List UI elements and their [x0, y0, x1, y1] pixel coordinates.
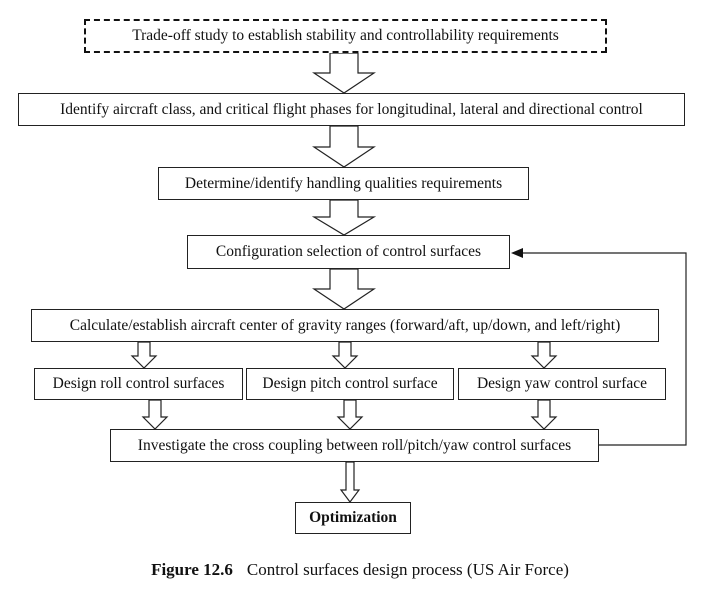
flow-arrow-cg-to-yaw	[530, 341, 558, 369]
flow-arrow-cg-to-roll	[130, 341, 158, 369]
design-roll-label: Design roll control surfaces	[52, 375, 225, 393]
design-pitch-label: Design pitch control surface	[262, 375, 438, 393]
optimization-box: Optimization	[295, 502, 411, 534]
flow-arrow-roll-to-coupling	[141, 399, 169, 430]
flow-arrow-identify-to-handling	[312, 125, 376, 168]
cross-coupling-label: Investigate the cross coupling between r…	[137, 436, 572, 454]
design-yaw-box: Design yaw control surface	[458, 368, 666, 400]
design-roll-box: Design roll control surfaces	[34, 368, 243, 400]
center-of-gravity-box: Calculate/establish aircraft center of g…	[31, 309, 659, 342]
handling-qualities-label: Determine/identify handling qualities re…	[184, 174, 503, 192]
feedback-loop-line	[522, 252, 687, 446]
cross-coupling-box: Investigate the cross coupling between r…	[110, 429, 599, 462]
center-of-gravity-label: Calculate/establish aircraft center of g…	[69, 316, 621, 334]
tradeoff-study-box: Trade-off study to establish stability a…	[84, 19, 607, 53]
flow-arrow-handling-to-config	[311, 199, 377, 236]
flow-arrow-yaw-to-coupling	[530, 399, 558, 430]
identify-aircraft-class-box: Identify aircraft class, and critical fl…	[18, 93, 685, 126]
feedback-loop-arrowhead	[511, 248, 523, 258]
flow-arrow-tradeoff-to-identify	[312, 52, 376, 94]
handling-qualities-box: Determine/identify handling qualities re…	[158, 167, 529, 200]
configuration-selection-label: Configuration selection of control surfa…	[215, 243, 482, 261]
tradeoff-study-label: Trade-off study to establish stability a…	[132, 27, 559, 45]
flow-arrow-coupling-to-optimization	[339, 461, 361, 503]
flow-arrow-pitch-to-coupling	[336, 399, 364, 430]
figure-number: Figure 12.6	[151, 560, 233, 579]
figure-caption-text: Control surfaces design process (US Air …	[246, 560, 569, 579]
configuration-selection-box: Configuration selection of control surfa…	[187, 235, 510, 269]
optimization-label: Optimization	[309, 509, 397, 527]
design-pitch-box: Design pitch control surface	[246, 368, 454, 400]
flow-arrow-config-to-cg	[312, 268, 376, 310]
design-yaw-label: Design yaw control surface	[476, 375, 647, 393]
figure-caption: Figure 12.6 Control surfaces design proce…	[0, 560, 720, 580]
identify-aircraft-class-label: Identify aircraft class, and critical fl…	[60, 100, 643, 118]
flow-arrow-cg-to-pitch	[331, 341, 359, 369]
